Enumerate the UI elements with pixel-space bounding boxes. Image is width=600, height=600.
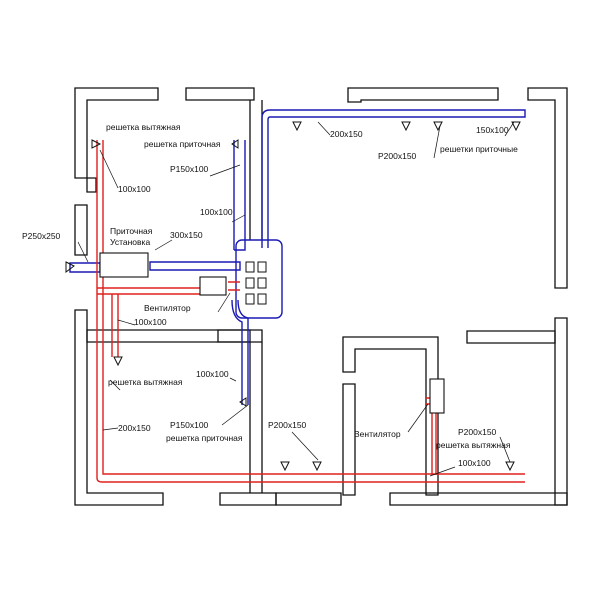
label-p200x150-mid: P200x150 — [268, 420, 307, 430]
label-p150x100-top: P150x100 — [170, 164, 209, 174]
grille-top-right-4 — [511, 121, 521, 132]
grille-bottom-3 — [505, 461, 515, 472]
grille-top-right-2 — [401, 121, 411, 132]
wall-center-vertical-lower — [249, 342, 263, 493]
label-fan-right: Вентилятор — [354, 429, 401, 439]
supply-duct-ahu — [149, 261, 241, 271]
label-supply-grille-bottom: решетка приточная — [166, 433, 243, 443]
label-ahu-line1: Приточная — [110, 226, 153, 236]
label-p250x250: P250x250 — [22, 231, 61, 241]
supply-duct-intake — [69, 262, 101, 273]
supply-branch-top — [233, 140, 246, 251]
wall-right-lower — [554, 317, 568, 506]
supply-duct-top — [261, 109, 526, 248]
label-p150x100-bottom: P150x100 — [170, 420, 209, 430]
supply-duct-lower — [231, 299, 249, 405]
wall-top-left — [74, 87, 159, 179]
wall-partition-top — [86, 177, 97, 193]
supply-ducts — [69, 109, 526, 405]
label-exhaust-grille-left: решетка вытяжная — [108, 377, 183, 387]
label-duct-100x100-bottom: 100x100 — [458, 458, 491, 468]
annotation-text: решетка вытяжная решетка приточная P150x… — [22, 122, 518, 468]
wall-left-upper — [74, 204, 88, 256]
wall-top-right — [347, 87, 499, 103]
fan-box-right — [429, 378, 445, 414]
label-supply-grilles: решетки приточные — [440, 144, 518, 154]
wall-left-lower — [74, 309, 164, 506]
label-p200x150-top: P200x150 — [378, 151, 417, 161]
fan-box-left — [199, 276, 227, 296]
grille-symbols — [65, 121, 521, 472]
wall-bottom-center — [275, 492, 342, 506]
wall-top-far — [527, 87, 568, 289]
wall-bath-block — [342, 336, 439, 496]
label-supply-grille-top: решетка приточная — [144, 139, 221, 149]
label-fan-left: Вентилятор — [144, 303, 191, 313]
label-p200x150-right: P200x150 — [458, 427, 497, 437]
grille-supply-bottom — [239, 397, 247, 407]
distribution-hub — [235, 239, 283, 319]
wall-top-mid — [185, 87, 255, 101]
air-handling-unit — [99, 252, 149, 278]
grille-supply-top — [231, 139, 239, 149]
wall-right-mid — [466, 330, 556, 344]
wall-bottom-mid — [219, 492, 277, 506]
label-duct-100x100-mid: 100x100 — [200, 207, 233, 217]
exhaust-stub-down — [111, 294, 119, 357]
label-duct-200x150-top: 200x150 — [330, 129, 363, 139]
label-exhaust-grille-top: решетка вытяжная — [106, 122, 181, 132]
label-ahu-line2: Установка — [110, 237, 150, 247]
label-duct-300x150: 300x150 — [170, 230, 203, 240]
grille-intake — [65, 261, 75, 273]
equipment — [99, 252, 445, 414]
exhaust-to-hub — [228, 281, 240, 291]
label-exhaust-grille-right: решетка вытяжная — [436, 440, 511, 450]
wall-center-vertical — [249, 100, 263, 240]
wall-partition-h2 — [217, 329, 263, 343]
label-duct-100x100-under: 100x100 — [134, 317, 167, 327]
exhaust-branch-fan — [97, 287, 205, 295]
label-duct-200x150-left: 200x150 — [118, 423, 151, 433]
grille-bottom-1 — [280, 461, 290, 472]
hub-cells — [245, 261, 267, 305]
exhaust-riser-left — [96, 140, 525, 483]
label-duct-100x100-lower: 100x100 — [196, 369, 229, 379]
label-duct-100x100-left: 100x100 — [118, 184, 151, 194]
grille-exhaust-top — [91, 139, 102, 149]
grille-bottom-2 — [312, 461, 322, 472]
wall-bottom-right — [389, 492, 568, 506]
wall-bath-inner — [342, 383, 356, 496]
label-duct-150x100-top: 150x100 — [476, 125, 509, 135]
grille-top-right-3 — [433, 121, 443, 132]
grille-top-right-1 — [292, 121, 302, 132]
leader-lines — [77, 121, 515, 477]
grille-exhaust-left — [113, 356, 123, 367]
